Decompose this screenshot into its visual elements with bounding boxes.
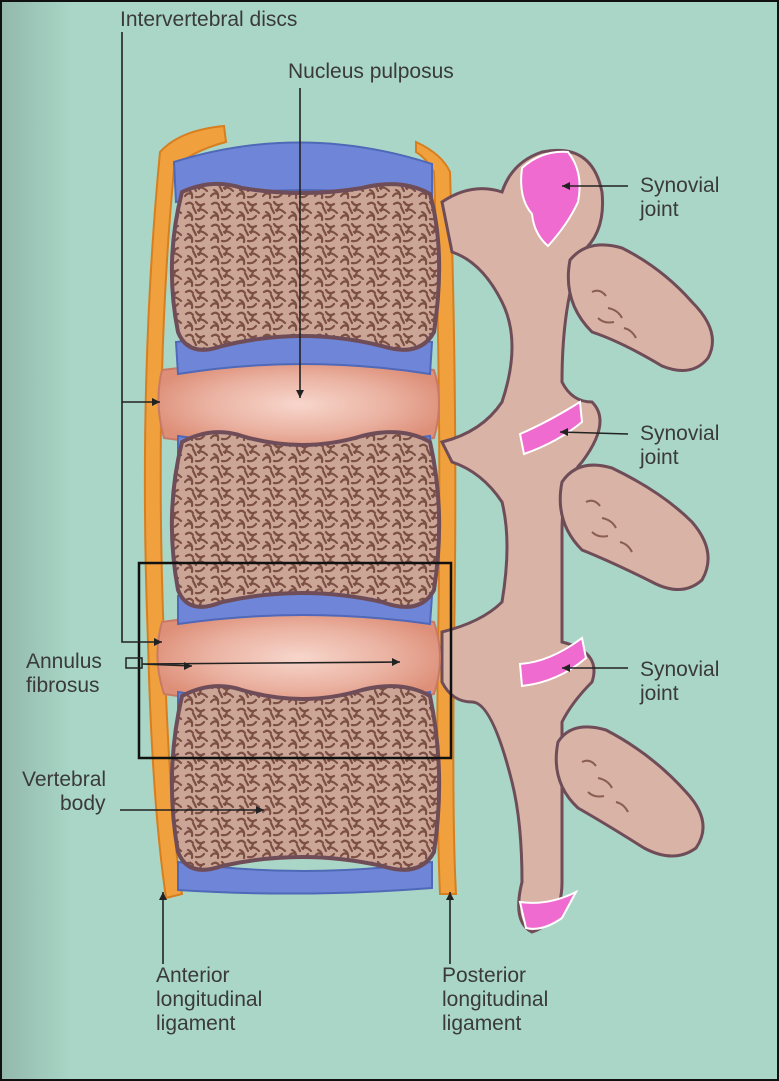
spinous-process-2	[560, 465, 708, 589]
spinous-process-3	[556, 727, 703, 856]
spinous-process-1	[568, 245, 712, 371]
vertebral-body-3	[172, 686, 439, 870]
label-synovial-joint-1: Synovial joint	[640, 174, 719, 222]
label-annulus-fibrosus: Annulus fibrosus	[26, 650, 102, 698]
label-synovial-joint-2: Synovial joint	[640, 422, 719, 470]
label-posterior-longitudinal-ligament: Posterior longitudinal ligament	[442, 964, 548, 1036]
label-anterior-longitudinal-ligament: Anterior longitudinal ligament	[156, 964, 262, 1036]
label-nucleus-pulposus: Nucleus pulposus	[288, 60, 454, 84]
label-synovial-joint-3: Synovial joint	[640, 658, 719, 706]
vertebral-body-2	[172, 432, 439, 607]
vertebral-body-1	[172, 184, 439, 350]
label-vertebral-body: Vertebral body	[22, 768, 106, 816]
label-intervertebral-discs: Intervertebral discs	[120, 8, 297, 32]
